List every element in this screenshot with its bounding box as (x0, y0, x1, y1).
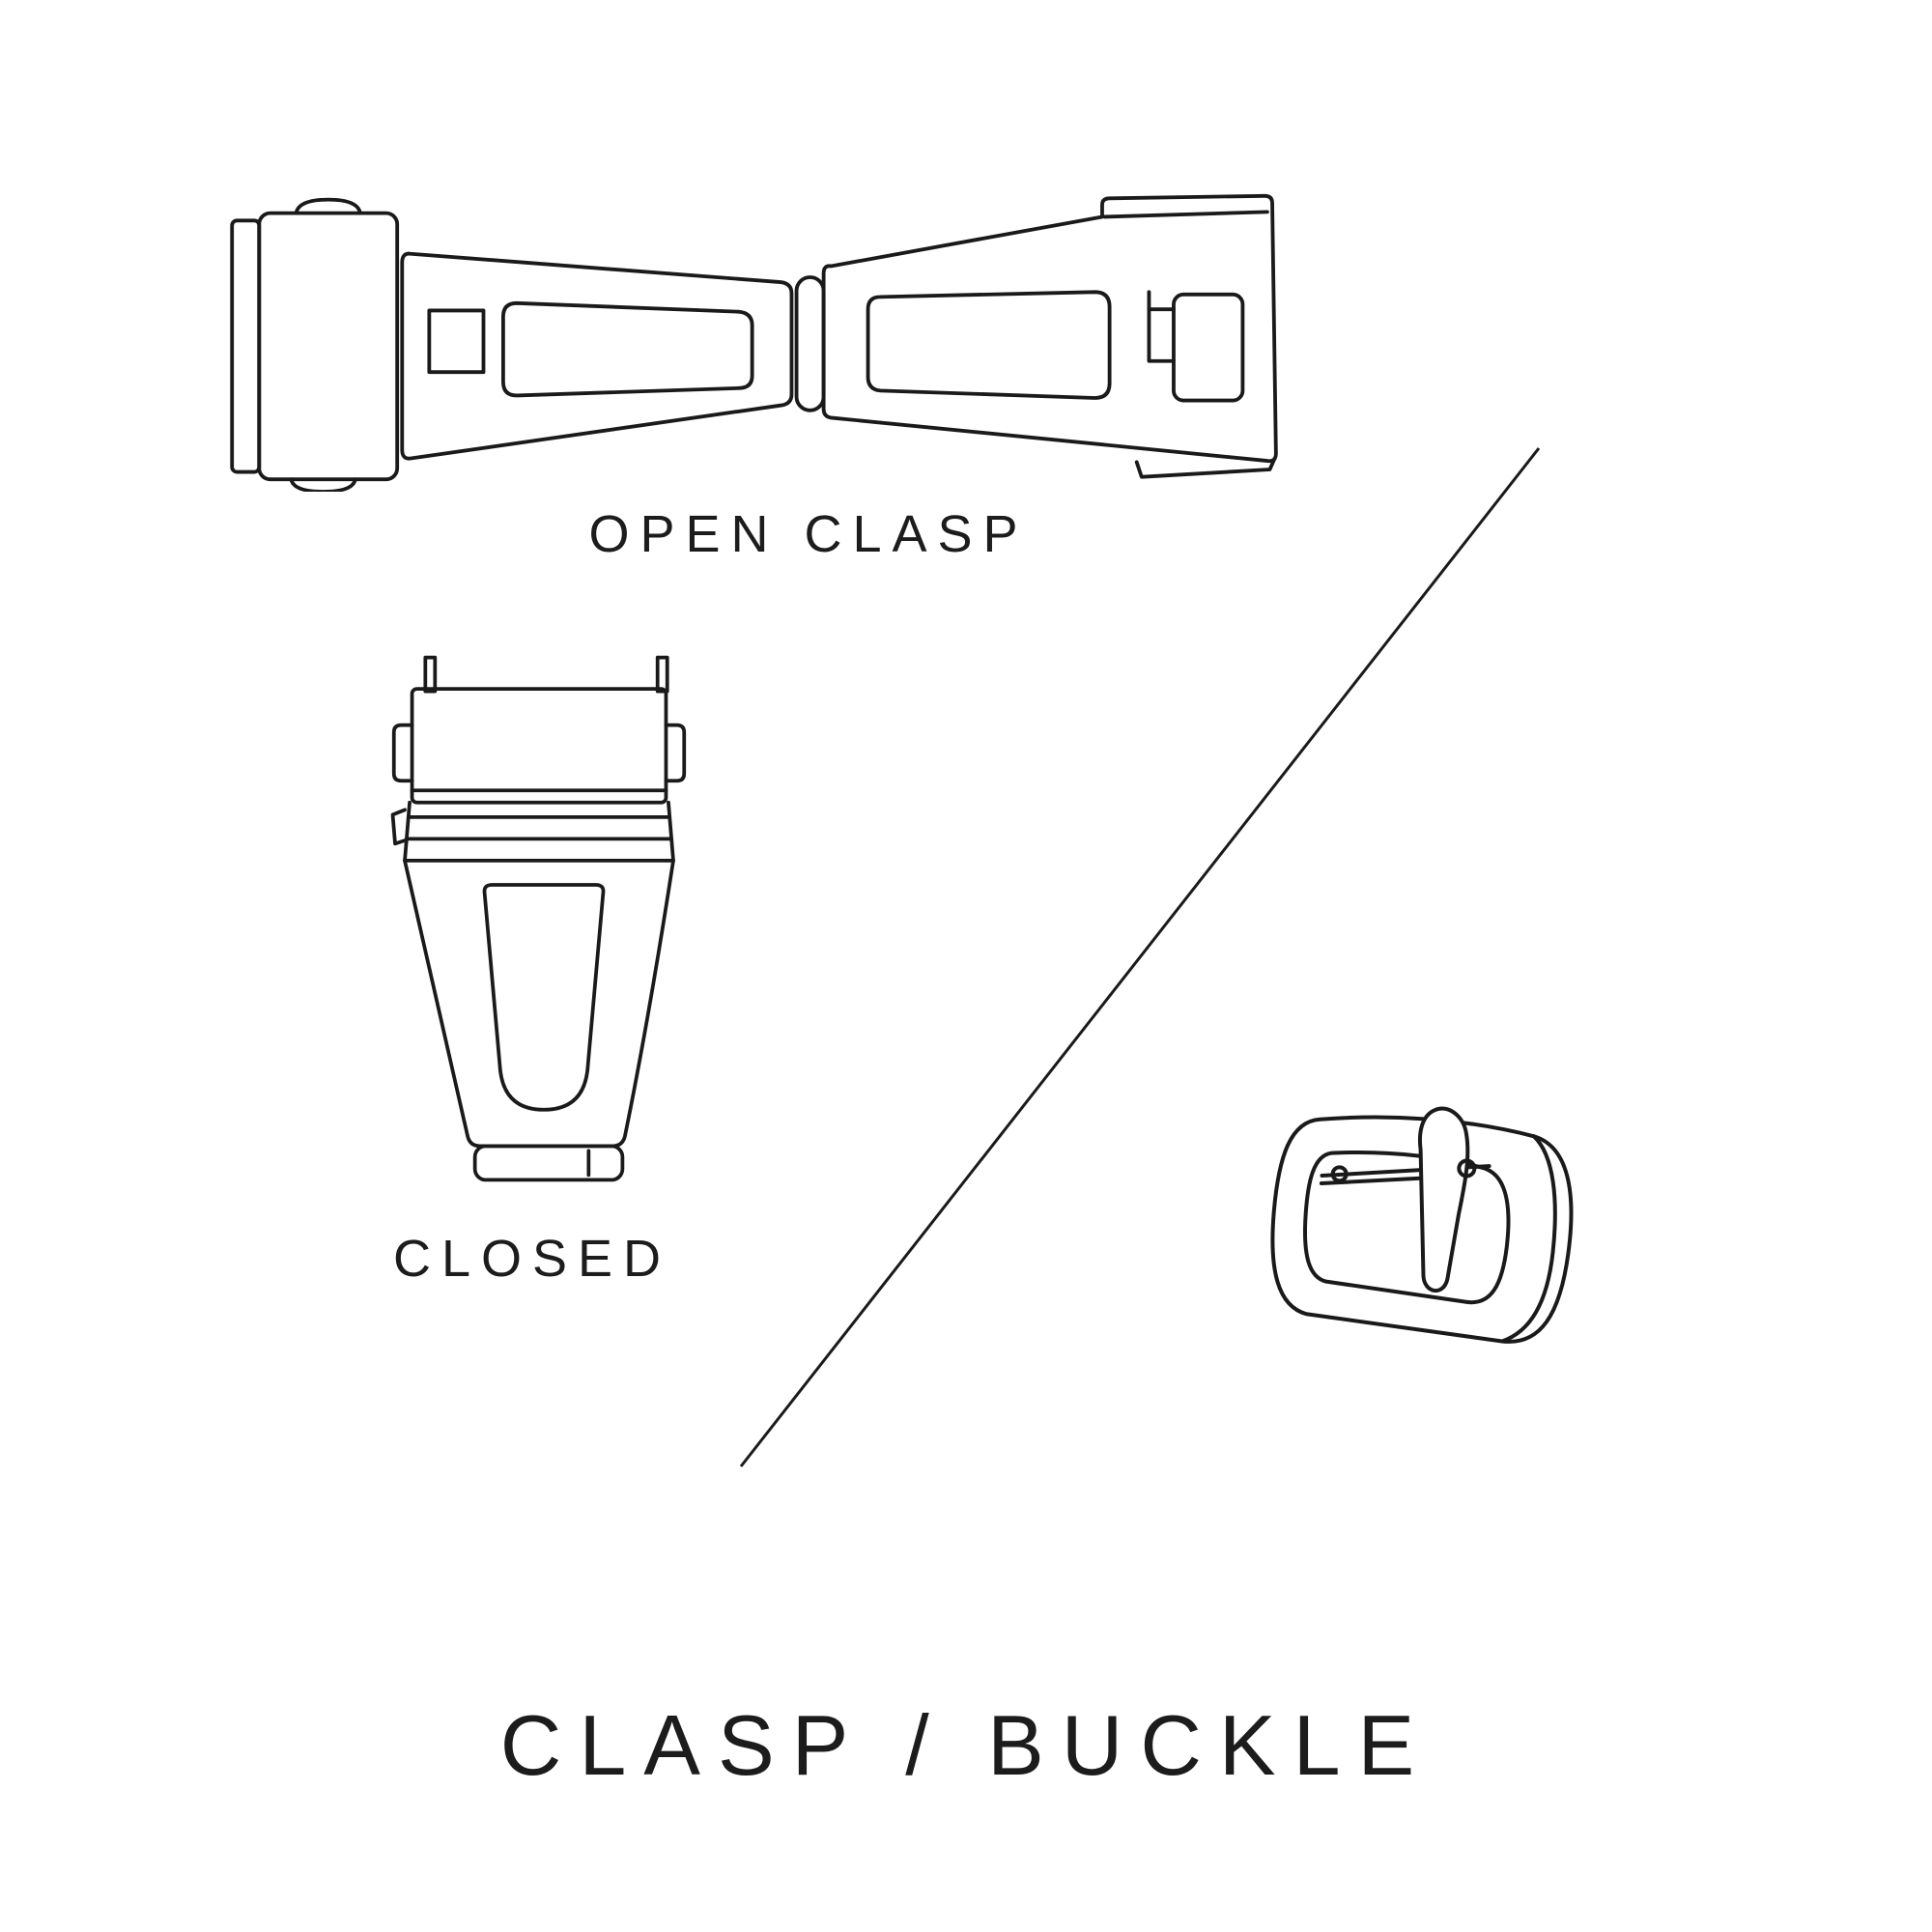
open-clasp-illustration (230, 193, 1278, 492)
divider-line (739, 447, 1541, 1467)
open-clasp-label: OPEN CLASP (588, 505, 1029, 563)
buckle-illustration (1270, 1106, 1574, 1344)
page-title: CLASP / BUCKLE (499, 1697, 1433, 1793)
closed-clasp-illustration (390, 655, 687, 1182)
closed-clasp-label: CLOSED (392, 1230, 672, 1288)
